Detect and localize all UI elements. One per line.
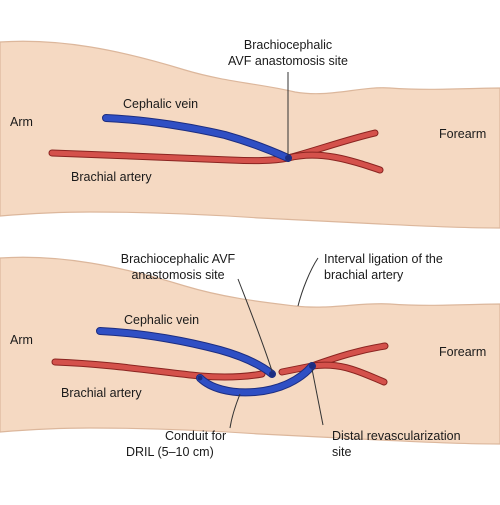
bottom-distal-label-2: site	[332, 445, 352, 459]
bottom-anastomosis-label-1: Brachiocephalic AVF	[121, 252, 236, 266]
bottom-forearm-label: Forearm	[439, 345, 486, 359]
bottom-panel: Brachiocephalic AVF anastomosis site Int…	[0, 252, 500, 459]
bottom-conduit-proximal-dot	[197, 375, 203, 381]
bottom-anastomosis-label-2: anastomosis site	[131, 268, 224, 282]
top-anastomosis-label-1: Brachiocephalic	[244, 38, 332, 52]
top-arm-label: Arm	[10, 115, 33, 129]
top-forearm-label: Forearm	[439, 127, 486, 141]
top-anastomosis-dot	[285, 155, 291, 161]
bottom-anastomosis-dot	[269, 371, 275, 377]
bottom-cephalic-vein-label: Cephalic vein	[124, 313, 199, 327]
bottom-anastomosis-leader	[237, 278, 273, 372]
bottom-conduit-label-1: Conduit for	[165, 429, 226, 443]
top-brachial-artery-label: Brachial artery	[71, 170, 152, 184]
bottom-arm-label: Arm	[10, 333, 33, 347]
bottom-ligation-leader	[297, 257, 319, 307]
bottom-distal-leader	[311, 368, 324, 426]
bottom-distal-dot	[309, 363, 315, 369]
top-arm-body	[0, 40, 500, 229]
bottom-distal-label-1: Distal revascularization	[332, 429, 461, 443]
top-cephalic-vein-label: Cephalic vein	[123, 97, 198, 111]
bottom-conduit-leader	[229, 393, 241, 429]
bottom-conduit-label-2: DRIL (5–10 cm)	[126, 445, 214, 459]
bottom-brachial-artery-label: Brachial artery	[61, 386, 142, 400]
bottom-ligation-label-2: brachial artery	[324, 268, 404, 282]
bottom-ligation-label-1: Interval ligation of the	[324, 252, 443, 266]
top-anastomosis-label-2: AVF anastomosis site	[228, 54, 348, 68]
top-panel: Brachiocephalic AVF anastomosis site Cep…	[0, 38, 500, 229]
bottom-arm-body	[0, 256, 500, 445]
